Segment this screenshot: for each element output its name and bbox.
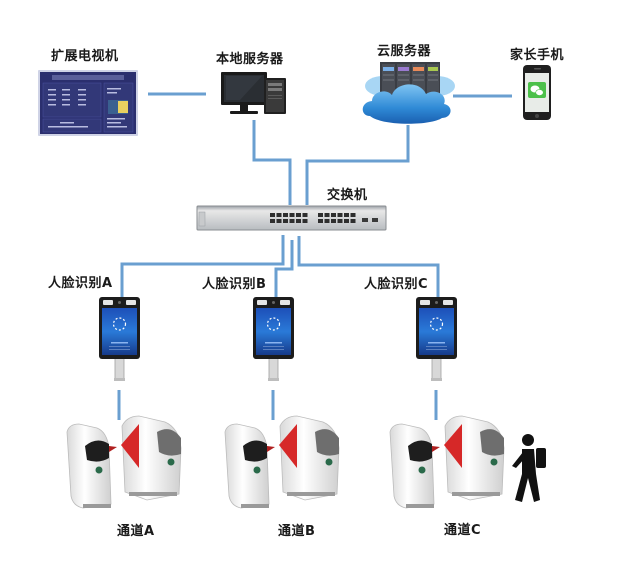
switch-port — [331, 213, 336, 217]
switch-port — [283, 219, 288, 223]
switch-port — [350, 219, 356, 223]
flap-barrier-gate-icon — [66, 415, 182, 509]
smartphone-wechat-icon — [523, 65, 551, 120]
switch-port — [331, 219, 336, 223]
gate-a-label: 通道A — [117, 524, 155, 539]
switch-label: 交换机 — [327, 188, 368, 203]
tv-monitor-icon — [38, 70, 138, 136]
face-recognition-terminal-icon — [253, 297, 294, 381]
switch-port — [318, 213, 323, 217]
gates — [66, 415, 505, 509]
link-switch-face-a — [120, 235, 285, 300]
switch-port — [344, 213, 349, 217]
link-cloud-switch — [305, 125, 410, 205]
switch-port — [337, 213, 343, 217]
link-local-server-switch — [252, 120, 292, 205]
switch-port — [337, 219, 343, 223]
flap-barrier-gate-icon — [389, 415, 505, 509]
walking-person-icon — [512, 434, 546, 502]
gate-c-label: 通道C — [444, 523, 482, 538]
switch-port — [350, 213, 356, 217]
cloud-server-icon — [362, 62, 455, 124]
local-server-label: 本地服务器 — [216, 52, 284, 67]
switch-port — [302, 213, 308, 217]
switch-ports — [270, 213, 356, 223]
network-switch-icon — [196, 205, 387, 231]
desktop-computer-icon — [221, 72, 286, 114]
face-recognition-terminal-icon — [416, 297, 457, 381]
link-switch-face-c — [297, 236, 440, 300]
switch-port — [318, 219, 323, 223]
link-switch-face-b — [274, 240, 294, 300]
switch-port — [270, 219, 275, 223]
switch-port — [344, 219, 349, 223]
gate-b-label: 通道B — [278, 524, 316, 539]
parent-phone-label: 家长手机 — [510, 48, 565, 63]
switch-port — [296, 219, 301, 223]
face-recognition-terminal-icon — [99, 297, 140, 381]
switch-port — [276, 213, 282, 217]
switch-port — [324, 219, 330, 223]
switch-port — [289, 213, 295, 217]
switch-port — [324, 213, 330, 217]
switch-port — [270, 213, 275, 217]
face-terminal-b-label: 人脸识别B — [202, 277, 267, 292]
face-terminals — [99, 297, 457, 381]
face-terminal-a-label: 人脸识别A — [48, 276, 113, 291]
links — [117, 92, 512, 420]
switch-port — [302, 219, 308, 223]
face-terminal-c-label: 人脸识别C — [364, 277, 429, 292]
switch-port — [289, 219, 295, 223]
switch-port — [283, 213, 288, 217]
flap-barrier-gate-icon — [224, 415, 340, 509]
tv-label: 扩展电视机 — [51, 49, 119, 64]
switch-port — [296, 213, 301, 217]
switch-port — [276, 219, 282, 223]
cloud-server-label: 云服务器 — [377, 44, 432, 59]
